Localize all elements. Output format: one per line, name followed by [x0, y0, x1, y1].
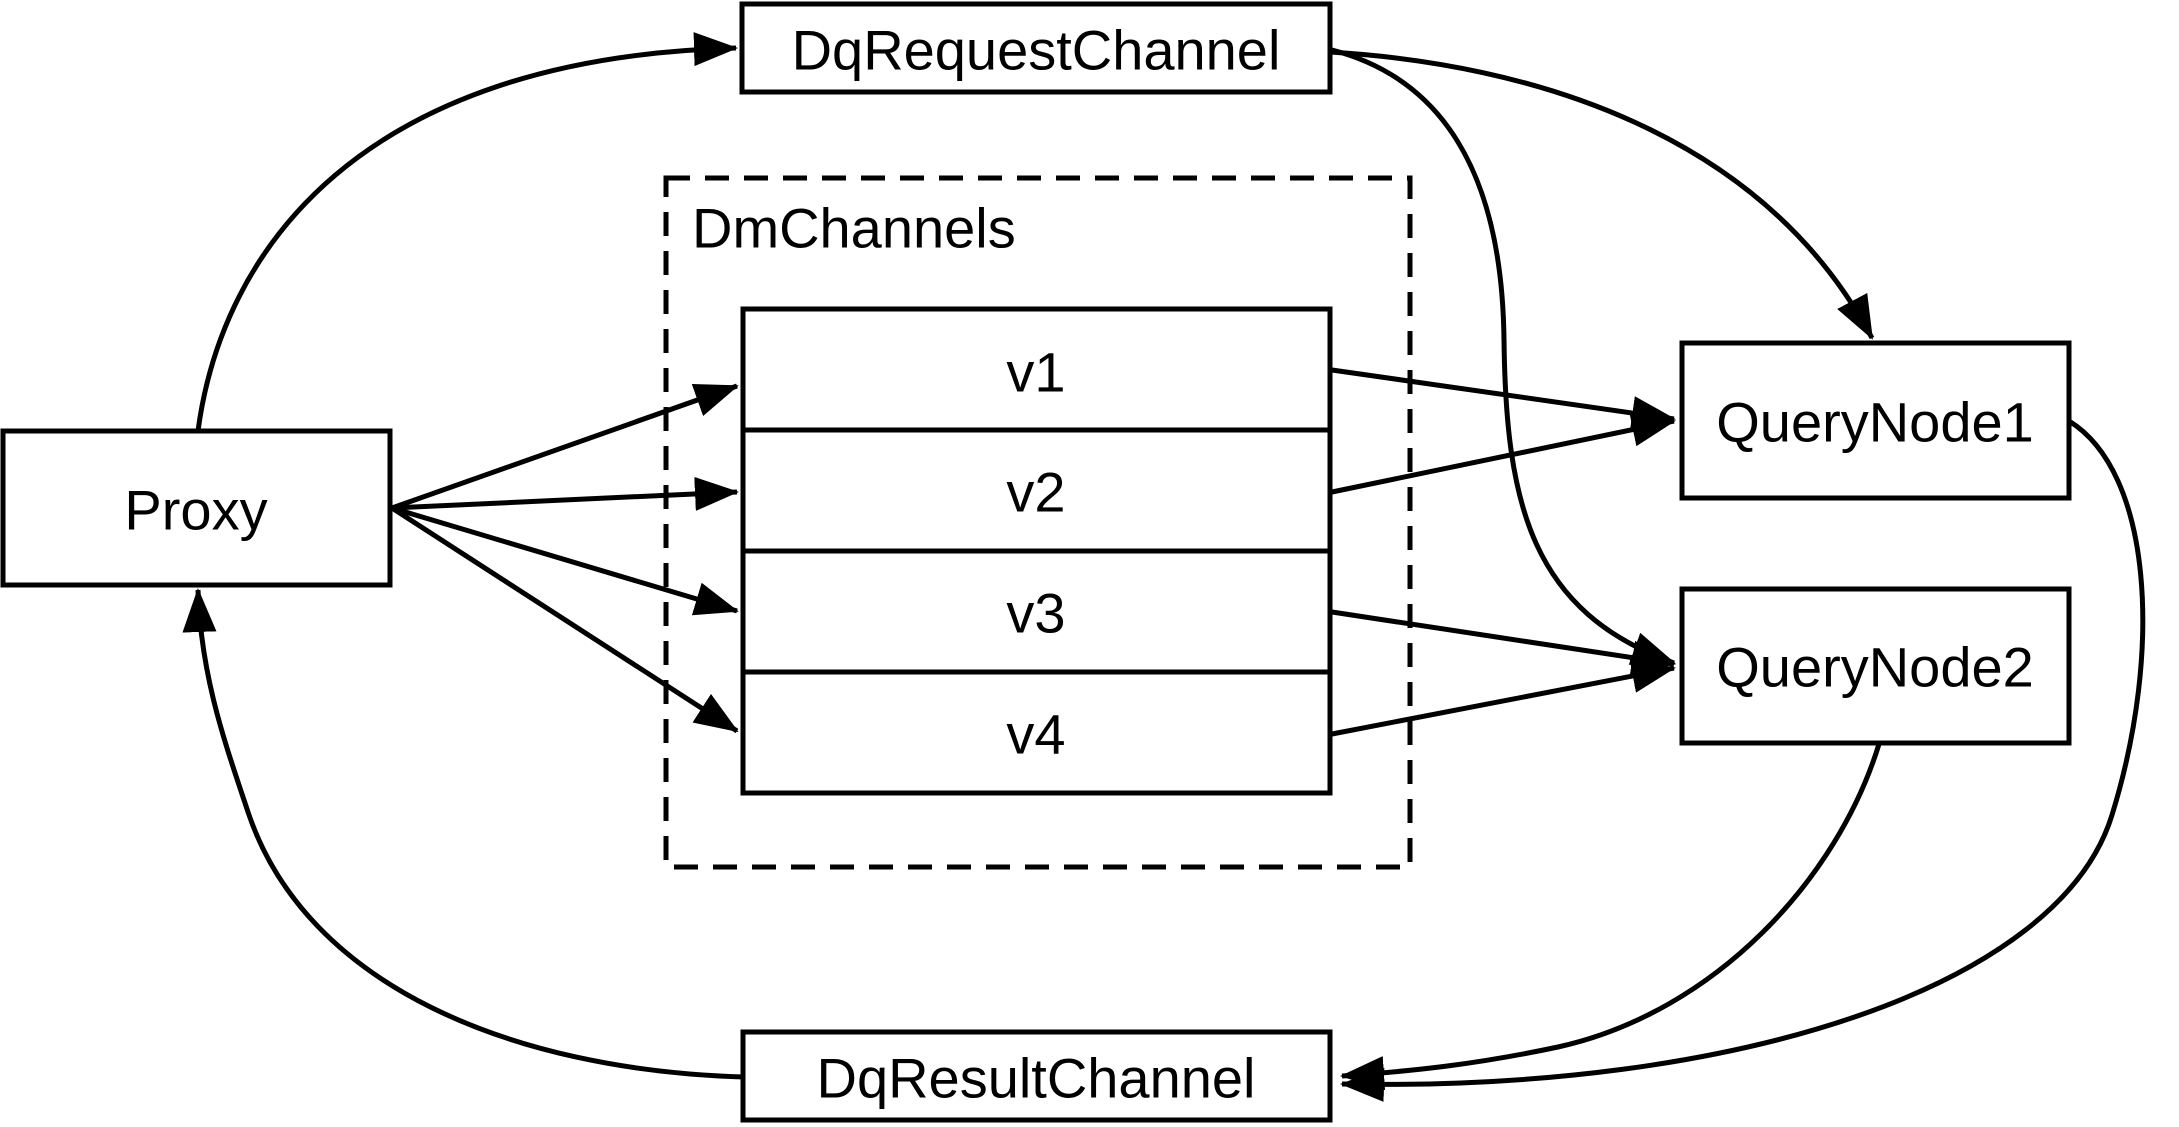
proxy-label: Proxy	[124, 479, 267, 542]
dq-request-channel-box	[739, 1, 1333, 95]
edge-dqrequestchannel-to-querynode2-arrow	[1331, 47, 1676, 666]
edge-proxy-to-dqrequestchannel-arrow	[195, 32, 738, 432]
edge-querynode2-to-dqresultchannel-arrow	[1340, 743, 1882, 1091]
edge-proxy-to-v2-arrow	[391, 476, 739, 511]
edge-querynode1-to-dqresultchannel-arrow	[1340, 418, 2146, 1102]
edge-proxy-to-v3-arrow	[391, 505, 739, 616]
edge-dqresultchannel-to-proxy-arrow	[182, 588, 744, 1080]
edge-v3-to-querynode2-arrow	[1331, 609, 1676, 675]
dq-result-channel-box	[740, 1029, 1333, 1123]
edge-dqrequestchannel-to-querynode1-arrow	[1329, 49, 1875, 340]
channel-v1-label: v1	[1006, 341, 1065, 404]
query-node1-box	[1679, 340, 2072, 501]
edge-v2-to-querynode1-arrow	[1331, 412, 1676, 495]
edge-proxy-to-v1-arrow	[391, 383, 739, 511]
dq-request-channel-label: DqRequestChannel	[792, 19, 1281, 82]
query-node2-label: QueryNode2	[1716, 636, 2034, 699]
edge-v4-to-querynode2-arrow	[1331, 659, 1676, 737]
proxy-box	[0, 428, 393, 588]
edge-proxy-to-v4-arrow	[390, 505, 739, 734]
query-node1-label: QueryNode1	[1716, 391, 2034, 454]
channel-v3-label: v3	[1006, 582, 1065, 645]
channel-v4-label: v4	[1006, 703, 1065, 766]
query-node2-box	[1679, 586, 2072, 746]
edge-v1-to-querynode1-arrow	[1331, 367, 1676, 430]
channel-v2-label: v2	[1006, 461, 1065, 524]
dm-channels-group-box	[663, 175, 1413, 870]
dm-channels-label: DmChannels	[692, 197, 1016, 260]
dq-result-channel-label: DqResultChannel	[817, 1047, 1256, 1110]
